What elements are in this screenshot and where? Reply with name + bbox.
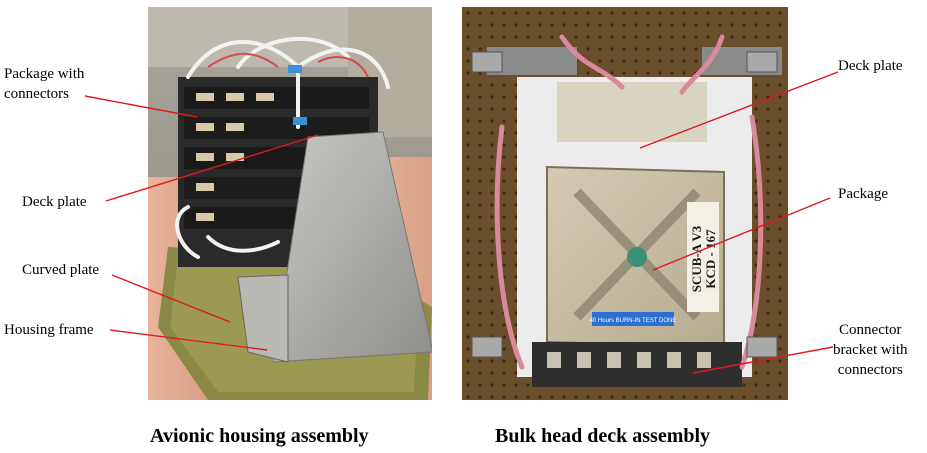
label-deck-plate-right: Deck plate: [838, 58, 903, 74]
burn-in-sticker-text: 40 Hours BURN-IN TEST DONE: [590, 318, 677, 324]
caption-avionic-housing: Avionic housing assembly: [150, 425, 369, 447]
label-curved-plate: Curved plate: [22, 262, 100, 278]
package-marking: SCUB-A V3 KCD - 167: [689, 225, 718, 293]
avionic-housing-photo: [148, 7, 432, 400]
label-package: Package: [838, 186, 888, 202]
label-housing-frame: Housing frame: [4, 322, 94, 338]
bulk-head-deck-photo: 40 Hours BURN-IN TEST DONE SCUB-A V3 KCD…: [462, 7, 788, 400]
label-connector-bracket: Connector bracket with connectors: [833, 322, 908, 378]
bulk-head-deck-illustration: 40 Hours BURN-IN TEST DONE: [462, 7, 788, 400]
label-package-with-connectors: Package with connectors: [4, 66, 85, 102]
caption-bulk-head-deck: Bulk head deck assembly: [495, 425, 711, 447]
label-deck-plate-left: Deck plate: [22, 194, 87, 210]
avionic-housing-illustration: [148, 7, 432, 400]
